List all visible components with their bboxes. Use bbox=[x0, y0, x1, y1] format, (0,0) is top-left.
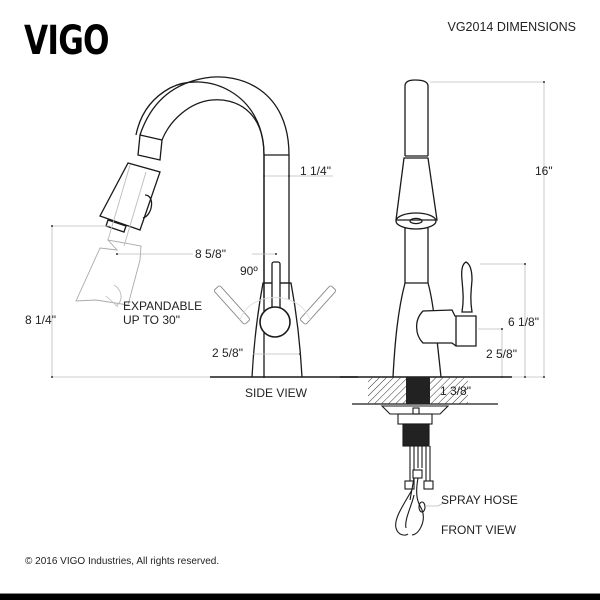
copyright-notice: © 2016 VIGO Industries, All rights reser… bbox=[25, 556, 220, 567]
counter-section bbox=[368, 377, 468, 404]
expandable-annotation-line2: UP TO 30" bbox=[123, 313, 180, 327]
dimension-handle-base-height: 2 5/8" bbox=[486, 347, 517, 361]
side-view-drawing bbox=[99, 76, 358, 378]
front-view-dimension-lines bbox=[425, 81, 545, 507]
dimension-base-diameter: 2 5/8" bbox=[212, 346, 243, 360]
vigo-logo: VIGO bbox=[24, 18, 110, 64]
page-title: VG2014 DIMENSIONS bbox=[447, 20, 576, 34]
side-view-ghost-positions bbox=[75, 164, 336, 325]
side-view-dimension-lines bbox=[51, 175, 333, 378]
dimension-reach: 8 5/8" bbox=[195, 247, 226, 261]
side-view-caption: SIDE VIEW bbox=[245, 386, 308, 400]
mounting-hardware bbox=[380, 405, 450, 536]
dimension-mounting-hole: 1 3/8" bbox=[440, 384, 471, 398]
expandable-annotation-line1: EXPANDABLE bbox=[123, 299, 203, 313]
dimension-handle-height: 6 1/8" bbox=[508, 315, 539, 329]
front-view-caption: FRONT VIEW bbox=[441, 523, 517, 537]
dimension-handle-angle: 90º bbox=[240, 264, 258, 278]
front-view-dimension-ticks bbox=[501, 81, 545, 378]
dimension-spout-height: 8 1/4" bbox=[25, 313, 56, 327]
dimension-overall-height: 16" bbox=[535, 164, 553, 178]
dimension-spout-diameter: 1 1/4" bbox=[300, 164, 331, 178]
front-view-drawing bbox=[340, 79, 512, 405]
spray-hose-annotation: SPRAY HOSE bbox=[441, 493, 518, 507]
side-view-dimension-ticks bbox=[51, 175, 301, 378]
bottom-bar bbox=[0, 593, 600, 600]
